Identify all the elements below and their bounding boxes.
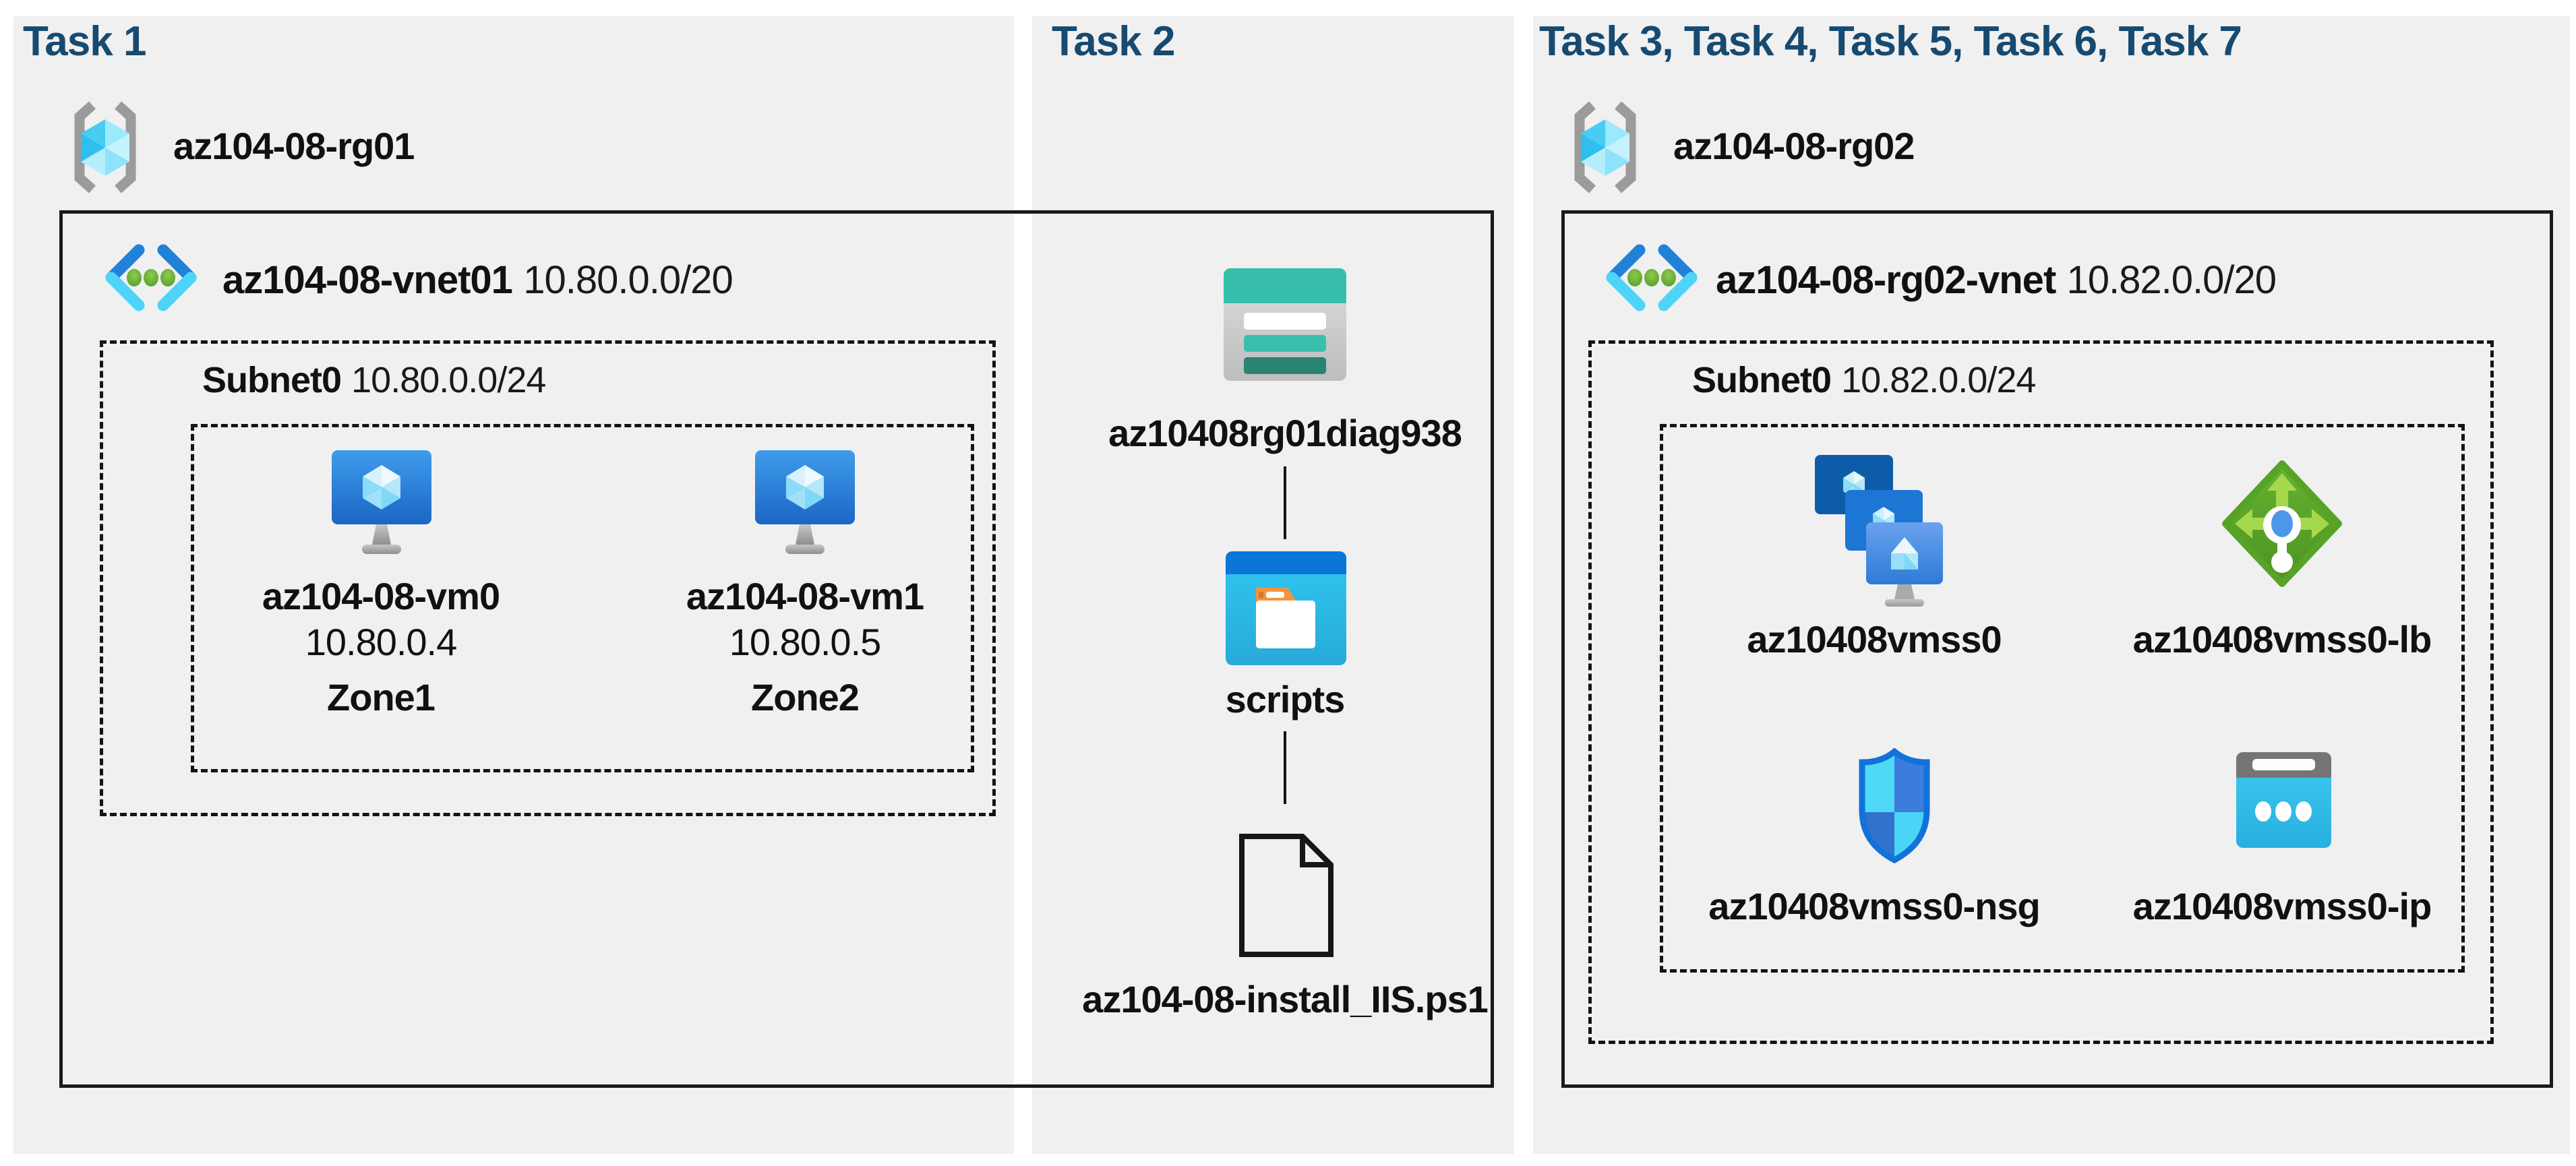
container-name: scripts [1225, 678, 1346, 720]
vm-zone: Zone1 [327, 676, 436, 718]
task3-title: Task 3, Task 4, Task 5, Task 6, Task 7 [1539, 18, 2242, 65]
vnet-cidr: 10.82.0.0/20 [2066, 258, 2277, 302]
vmss-name: az10408vmss0 [1747, 618, 2002, 661]
connector-line [1284, 731, 1286, 804]
task1-panel [13, 16, 1014, 1154]
subnet0-box-rg02 [1588, 340, 2494, 1044]
vm-zone: Zone2 [751, 676, 860, 718]
public-ip-name: az10408vmss0-ip [2132, 885, 2432, 927]
virtual-machine-icon [332, 450, 431, 559]
virtual-network-icon [1602, 244, 1702, 311]
vnet-box-rg02 [1561, 210, 2553, 1088]
task3-panel [1533, 16, 2570, 1154]
vm-name: az104-08-vm1 [686, 575, 924, 617]
vnet-box-rg01 [59, 210, 1494, 1088]
load-balancer-icon [2221, 460, 2343, 588]
vnet-cidr: 10.80.0.0/20 [523, 258, 733, 302]
load-balancer-name: az10408vmss0-lb [2132, 618, 2432, 661]
resource-group-icon [61, 98, 149, 196]
nsg-name: az10408vmss0-nsg [1708, 885, 2040, 927]
vm-scale-set-icon [1815, 455, 1943, 607]
subnet-name: Subnet0 [1692, 360, 1832, 400]
storage-account-name: az10408rg01diag938 [1108, 412, 1462, 454]
subnet-cidr: 10.82.0.0/24 [1841, 360, 2036, 400]
subnet-cidr: 10.80.0.0/24 [351, 360, 546, 400]
file-icon [1235, 830, 1338, 961]
connector-line [1284, 466, 1286, 539]
file-name: az104-08-install_IIS.ps1 [1082, 978, 1489, 1020]
storage-account-icon [1224, 268, 1346, 381]
vm-ip: 10.80.0.4 [305, 621, 458, 663]
task1-title: Task 1 [23, 18, 146, 65]
vnet-name: az104-08-rg02-vnet [1716, 258, 2056, 302]
task2-title: Task 2 [1052, 18, 1175, 65]
vnet-name: az104-08-vnet01 [222, 258, 513, 302]
vmss-resources-box [1660, 424, 2465, 973]
subnet0-box-rg01 [100, 340, 996, 816]
zone-box [191, 424, 974, 772]
virtual-machine-icon [755, 450, 855, 559]
resource-group-icon [1561, 98, 1649, 196]
resource-group-name: az104-08-rg02 [1673, 125, 1915, 167]
resource-group-name: az104-08-rg01 [173, 125, 415, 167]
blob-container-icon [1226, 551, 1346, 665]
subnet-name: Subnet0 [202, 360, 342, 400]
network-security-group-icon [1854, 748, 1935, 863]
vm-name: az104-08-vm0 [262, 575, 500, 617]
vm-ip: 10.80.0.5 [729, 621, 882, 663]
virtual-network-icon [101, 244, 201, 311]
public-ip-icon [2236, 752, 2331, 848]
